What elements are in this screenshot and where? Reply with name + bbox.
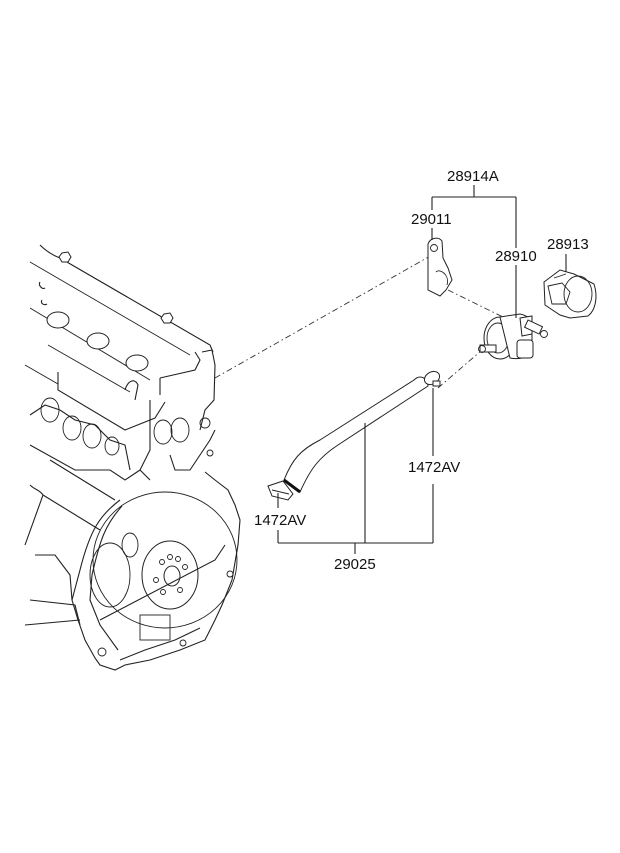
callout-28910[interactable]: 28910 [495, 248, 537, 265]
hose-clamp-upper [423, 370, 441, 387]
callout-1472AV-lower[interactable]: 1472AV [254, 512, 307, 529]
callout-29011[interactable]: 29011 [411, 211, 452, 228]
exploded-line-clamp [437, 349, 483, 389]
spark-plug-well [125, 354, 149, 372]
exploded-line-valve [447, 289, 506, 319]
hose-29025 [283, 376, 429, 494]
callout-29025[interactable]: 29025 [334, 556, 376, 573]
spark-plug-well [86, 332, 110, 350]
leader-lines [277, 185, 567, 554]
spark-plug-well [46, 311, 70, 329]
bolt-icon [58, 251, 72, 263]
hose-clamp-lower [267, 480, 294, 501]
callout-28913[interactable]: 28913 [547, 236, 589, 253]
callout-28914A[interactable]: 28914A [447, 168, 499, 185]
bracket-29011 [427, 237, 453, 297]
bolt-icon [160, 312, 174, 324]
purge-control-valve-28910 [478, 313, 548, 360]
exploded-line-bracket [214, 254, 433, 379]
callout-1472AV-upper[interactable]: 1472AV [408, 459, 461, 476]
engine-block [24, 244, 241, 671]
electrical-connector [516, 339, 534, 359]
connector-cover-28913 [543, 269, 597, 319]
